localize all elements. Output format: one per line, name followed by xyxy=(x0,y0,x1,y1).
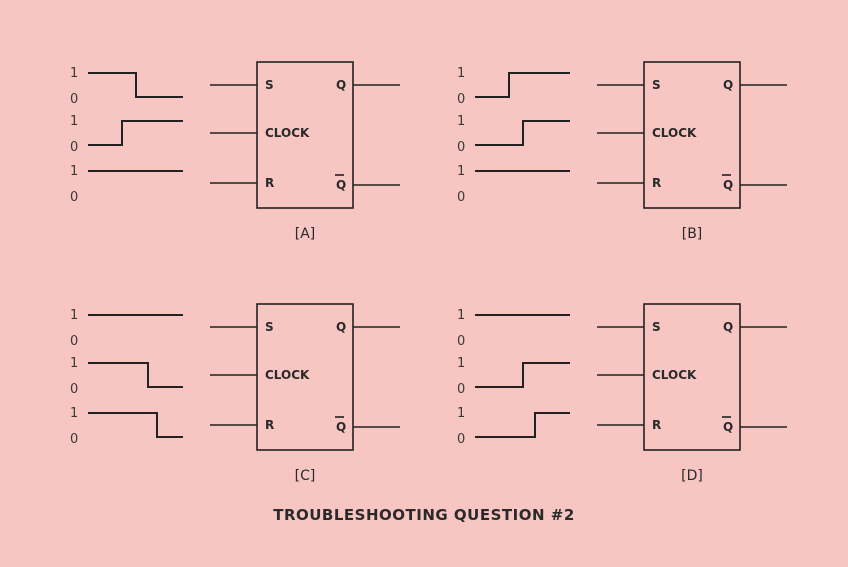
pin-q-label: Q xyxy=(723,78,733,92)
level-low-r: 0 xyxy=(70,432,78,447)
flip-flop-box xyxy=(256,61,354,209)
flip-flop-box xyxy=(256,303,354,451)
level-low-clock: 0 xyxy=(70,382,78,397)
panel-label: [B] xyxy=(682,226,703,242)
pin-clock-label: CLOCK xyxy=(265,126,310,140)
level-low-r: 0 xyxy=(457,432,465,447)
level-high-s: 1 xyxy=(457,66,465,81)
pin-r-label: R xyxy=(265,176,274,190)
pin-s-label: S xyxy=(265,320,274,334)
waveform-clock xyxy=(475,362,570,388)
level-low-s: 0 xyxy=(457,92,465,107)
level-high-r: 1 xyxy=(457,406,465,421)
pin-q-label: Q xyxy=(336,78,346,92)
level-high-r: 1 xyxy=(457,164,465,179)
level-high-s: 1 xyxy=(457,308,465,323)
level-high-r: 1 xyxy=(70,406,78,421)
level-high-s: 1 xyxy=(70,308,78,323)
pin-qbar-label: Q xyxy=(723,178,733,192)
pin-s-label: S xyxy=(265,78,274,92)
level-low-s: 0 xyxy=(70,334,78,349)
level-low-s: 0 xyxy=(457,334,465,349)
pin-clock-label: CLOCK xyxy=(652,368,697,382)
waveform-clock xyxy=(88,120,183,146)
pin-q-label: Q xyxy=(723,320,733,334)
level-high-clock: 1 xyxy=(70,356,78,371)
figure-caption: TROUBLESHOOTING QUESTION #2 xyxy=(273,506,575,524)
waveform-r xyxy=(88,412,183,438)
panel-label: [D] xyxy=(681,468,703,484)
level-low-r: 0 xyxy=(70,190,78,205)
pin-r-label: R xyxy=(265,418,274,432)
level-low-r: 0 xyxy=(457,190,465,205)
pin-clock-label: CLOCK xyxy=(652,126,697,140)
pin-qbar-label: Q xyxy=(336,178,346,192)
level-high-r: 1 xyxy=(70,164,78,179)
pin-s-label: S xyxy=(652,320,661,334)
flip-flop-box xyxy=(643,303,741,451)
pin-q-label: Q xyxy=(336,320,346,334)
waveform-clock xyxy=(475,120,570,146)
waveform-r xyxy=(475,412,570,438)
level-low-clock: 0 xyxy=(457,140,465,155)
pin-qbar-label: Q xyxy=(723,420,733,434)
level-high-clock: 1 xyxy=(457,114,465,129)
panel-label: [C] xyxy=(295,468,316,484)
level-high-clock: 1 xyxy=(70,114,78,129)
waveform-clock xyxy=(88,362,183,388)
pin-r-label: R xyxy=(652,418,661,432)
pin-s-label: S xyxy=(652,78,661,92)
pin-r-label: R xyxy=(652,176,661,190)
panel-label: [A] xyxy=(295,226,316,242)
level-low-clock: 0 xyxy=(457,382,465,397)
level-high-s: 1 xyxy=(70,66,78,81)
waveform-s xyxy=(88,72,183,98)
flip-flop-box xyxy=(643,61,741,209)
pin-clock-label: CLOCK xyxy=(265,368,310,382)
waveform-s xyxy=(475,72,570,98)
level-low-clock: 0 xyxy=(70,140,78,155)
level-low-s: 0 xyxy=(70,92,78,107)
pin-qbar-label: Q xyxy=(336,420,346,434)
level-high-clock: 1 xyxy=(457,356,465,371)
